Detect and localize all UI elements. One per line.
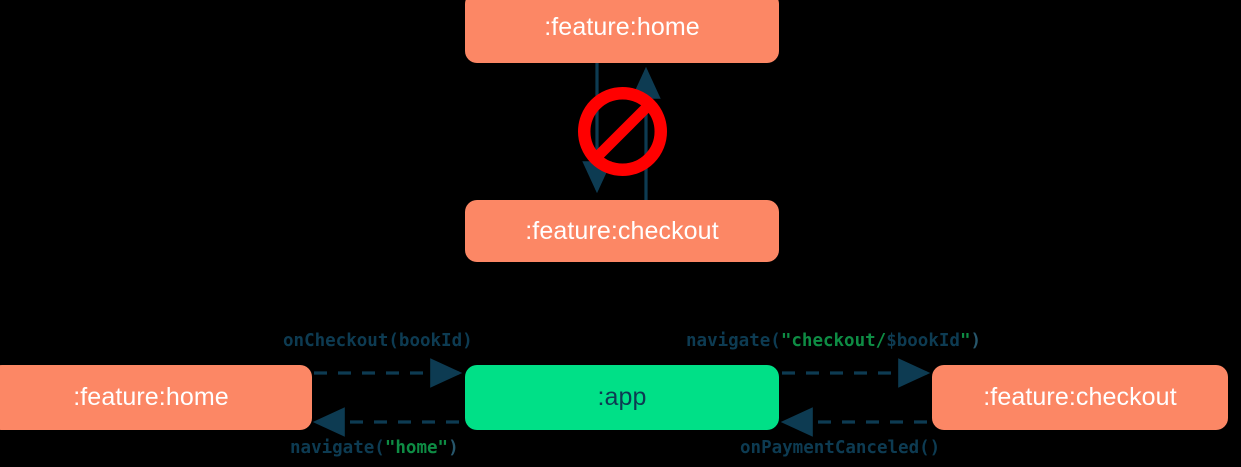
- label-prefix: onPaymentCanceled(): [740, 438, 941, 458]
- label-quote-open: ": [780, 331, 792, 351]
- node-feature-home-top[interactable]: :feature:home: [465, 0, 779, 63]
- node-label: :feature:checkout: [525, 216, 719, 245]
- edge-label-oncheckout: onCheckout(bookId): [283, 331, 473, 351]
- no-entry-sign-icon: [578, 87, 667, 176]
- node-app[interactable]: :app: [465, 365, 779, 430]
- edge-label-onpaymentcanceled: onPaymentCanceled(): [740, 438, 940, 458]
- node-feature-checkout-bottom[interactable]: :feature:checkout: [932, 365, 1228, 430]
- edge-label-navigate-home: navigate("home"): [290, 438, 459, 458]
- edge-label-navigate-checkout: navigate("checkout/$bookId"): [686, 331, 981, 351]
- label-interpolation: $bookId: [886, 331, 960, 351]
- label-prefix: navigate(: [290, 438, 385, 458]
- label-suffix: ): [970, 331, 982, 351]
- label-string-literal: checkout/: [791, 331, 887, 351]
- label-quote-open: ": [384, 438, 396, 458]
- label-prefix: onCheckout(: [283, 331, 399, 351]
- label-quote-close: ": [437, 438, 449, 458]
- node-label: :feature:home: [544, 13, 700, 41]
- node-feature-home-bottom[interactable]: :feature:home: [0, 365, 312, 430]
- label-quote-close: ": [959, 331, 971, 351]
- label-identifier: bookId: [398, 331, 463, 351]
- label-suffix: ): [462, 331, 473, 351]
- node-label: :feature:checkout: [983, 383, 1177, 411]
- label-suffix: ): [448, 438, 459, 458]
- node-feature-checkout-top[interactable]: :feature:checkout: [465, 200, 779, 262]
- label-prefix: navigate(: [686, 331, 781, 351]
- label-string-literal: home: [395, 438, 438, 458]
- node-label: :app: [597, 383, 647, 411]
- node-label: :feature:home: [73, 383, 229, 411]
